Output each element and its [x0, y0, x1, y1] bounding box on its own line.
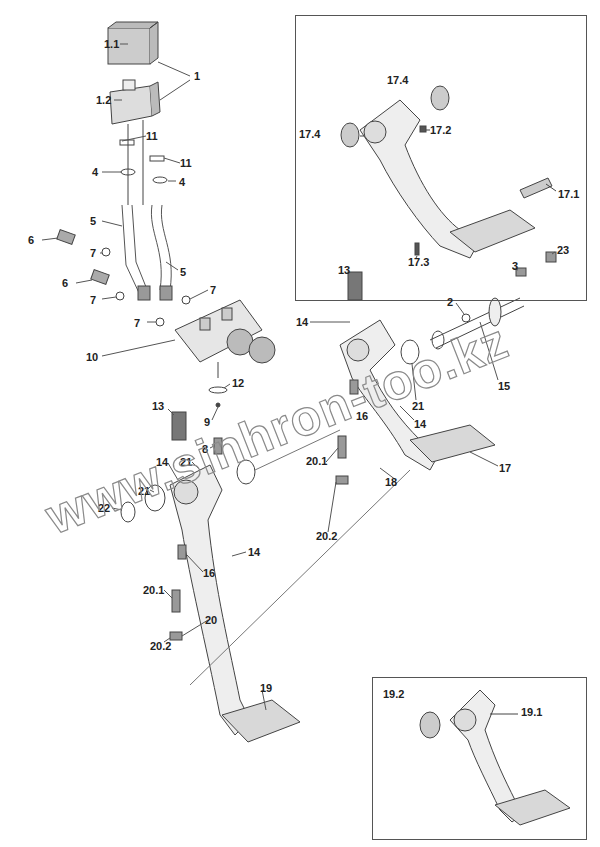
callout-number: 17.4 — [387, 74, 408, 86]
callout-number: 5 — [180, 266, 186, 278]
washer — [182, 296, 190, 304]
callout-number: 19 — [260, 682, 272, 694]
callout-number: 14 — [414, 418, 426, 430]
hose — [122, 205, 148, 295]
bolt — [172, 590, 180, 612]
callout-number: 1.1 — [104, 38, 119, 50]
callout-number: 13 — [152, 400, 164, 412]
watermark: www.sinhron-too.kz — [38, 312, 516, 546]
callout-number: 23 — [557, 244, 569, 256]
clamp — [153, 177, 167, 183]
port — [200, 318, 210, 330]
callout-number: 18 — [385, 476, 397, 488]
nut — [216, 403, 220, 407]
reservoir-side — [150, 82, 160, 116]
pedal-pad — [222, 700, 300, 742]
cylinder-cap — [249, 337, 275, 363]
callout-number: 20 — [205, 614, 217, 626]
callout-number: 19.1 — [521, 706, 542, 718]
inset-frame: 17.4 17.4 17.2 17.1 17.3 — [295, 15, 587, 301]
callout-number: 5 — [90, 215, 96, 227]
inset-pedal-17 — [341, 86, 556, 258]
callout-number: 17 — [499, 462, 511, 474]
reservoir-neck — [123, 80, 135, 90]
callout-number: 2 — [447, 296, 453, 308]
callout-number: 3 — [512, 260, 518, 272]
nut — [170, 632, 182, 640]
callout-number: 7 — [90, 294, 96, 306]
bolt — [338, 436, 346, 458]
pipe — [128, 124, 129, 205]
hose — [151, 205, 171, 290]
callout-number: 4 — [92, 166, 98, 178]
reservoir-body — [110, 86, 152, 124]
callout-number: 16 — [203, 567, 215, 579]
callout-number: 13 — [338, 264, 350, 276]
stem — [218, 362, 219, 378]
callout-number: 20.2 — [150, 640, 171, 652]
callout-number: 7 — [90, 247, 96, 259]
callout-number: 15 — [498, 380, 510, 392]
callout-number: 20.2 — [316, 530, 337, 542]
callout-number: 14 — [248, 546, 260, 558]
hose-end — [138, 286, 150, 300]
callout-number: 11 — [146, 130, 158, 142]
washer — [102, 248, 110, 256]
callout-number: 17.3 — [408, 256, 429, 268]
pipe — [143, 120, 144, 205]
bolt — [91, 270, 109, 285]
callout-number: 6 — [28, 234, 34, 246]
inset-frame: 19.2 19.1 — [372, 677, 587, 840]
callout-number: 17.2 — [430, 124, 451, 136]
pedal-hub — [347, 339, 369, 361]
pedal-arm — [170, 465, 250, 735]
spring — [348, 272, 362, 300]
inset-pedal-19 — [420, 690, 570, 825]
callout-number: 4 — [179, 176, 185, 188]
callout-number: 19.2 — [383, 688, 404, 700]
callout-number: 14 — [296, 316, 308, 328]
clamp — [121, 169, 135, 175]
assembly-line — [190, 470, 410, 685]
callout-number: 7 — [210, 284, 216, 296]
washer — [116, 292, 124, 300]
nut — [336, 476, 348, 484]
callout-number: 20.1 — [143, 584, 164, 596]
washer — [156, 318, 164, 326]
callout-number: 7 — [134, 317, 140, 329]
callout-number: 11 — [180, 157, 192, 169]
callout-number: 17.1 — [558, 188, 579, 200]
bolt — [178, 545, 186, 559]
callout-number: 6 — [62, 277, 68, 289]
pedal-pad — [410, 425, 495, 462]
nut — [546, 252, 556, 262]
callout-number: 1.2 — [96, 94, 111, 106]
bolt — [57, 230, 75, 245]
port — [222, 308, 232, 320]
callout-number: 10 — [86, 351, 98, 363]
callout-number: 12 — [232, 377, 244, 389]
washer — [462, 314, 470, 322]
hose-end — [160, 286, 172, 300]
callout-number: 1 — [194, 70, 200, 82]
fitting — [150, 156, 164, 161]
callout-number: 20.1 — [306, 455, 327, 467]
callout-number: 17.4 — [299, 128, 320, 140]
